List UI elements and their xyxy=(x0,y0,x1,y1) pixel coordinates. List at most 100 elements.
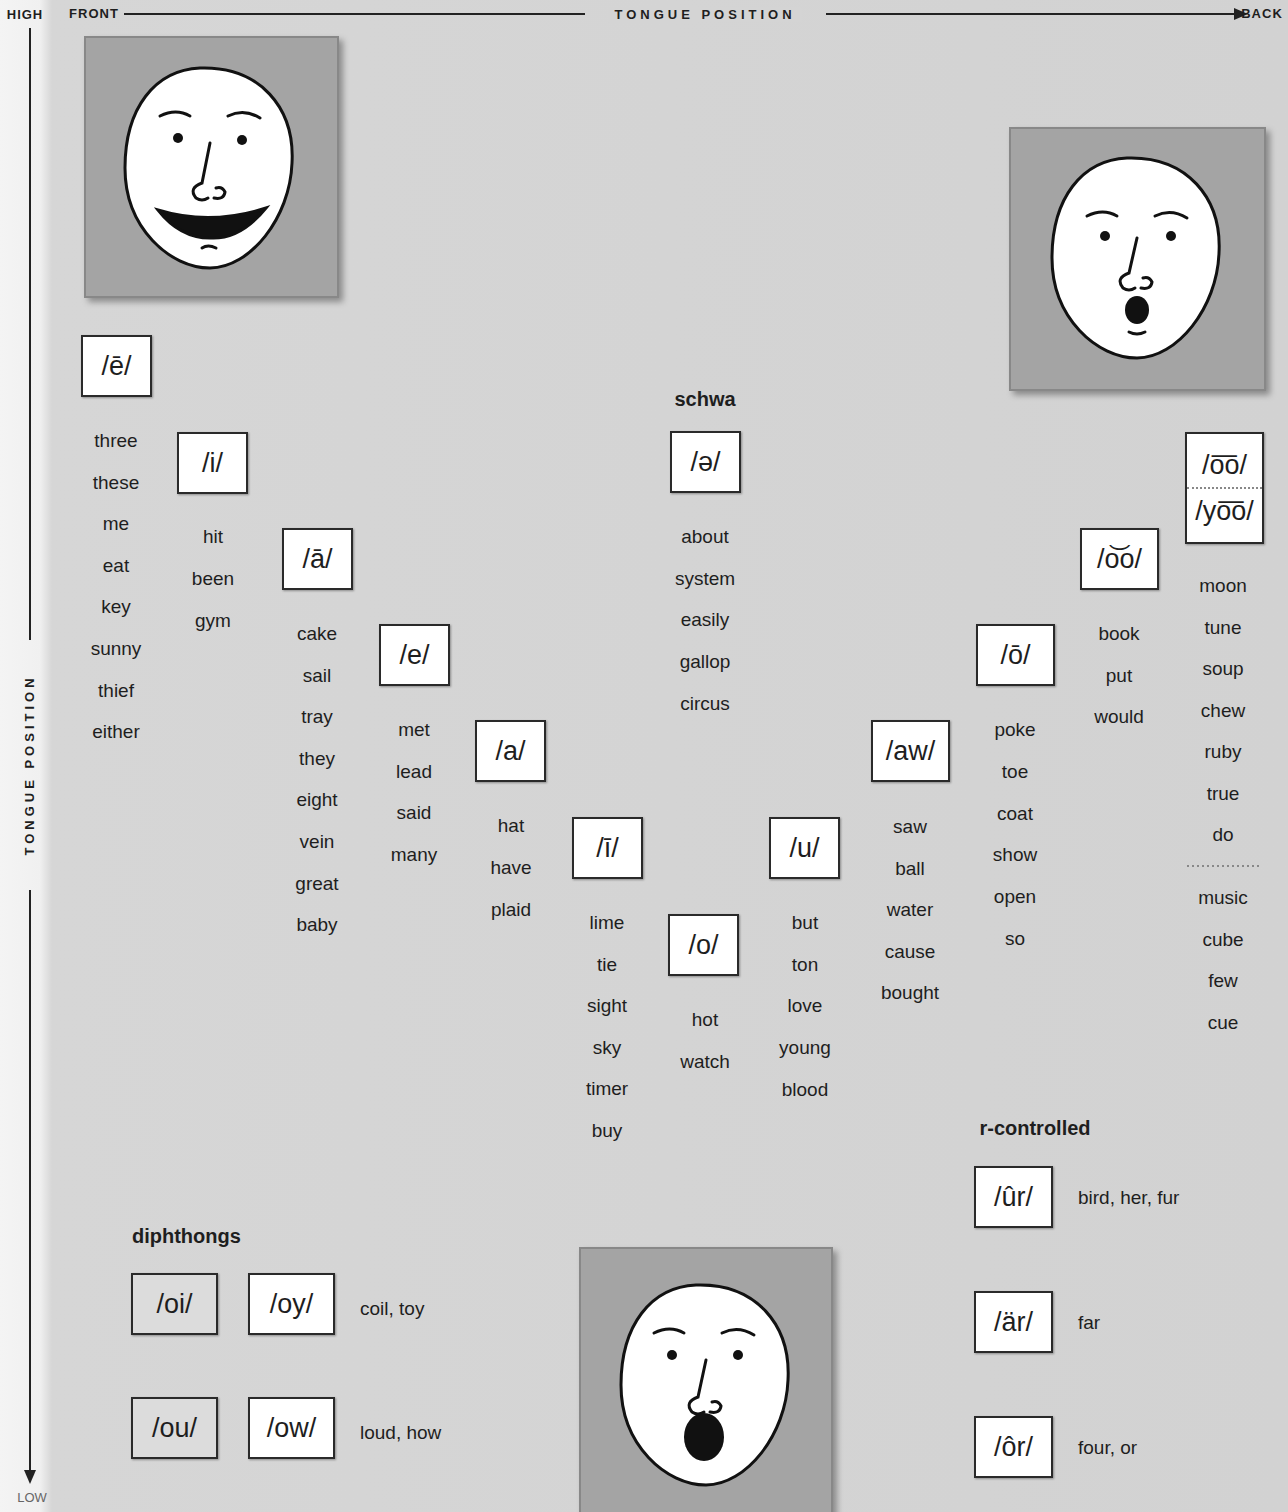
example-word: three xyxy=(94,430,137,452)
phoneme-symbol: /ôr/ xyxy=(976,1425,1051,1469)
group-heading: schwa xyxy=(674,388,735,411)
example-word: circus xyxy=(680,693,730,715)
example-word: do xyxy=(1212,824,1233,846)
group-heading: r-controlled xyxy=(979,1117,1090,1140)
phoneme-box: /i/ xyxy=(177,432,248,494)
phoneme-symbol: /e/ xyxy=(381,633,448,677)
example-word: sky xyxy=(593,1037,622,1059)
phoneme-box: /e/ xyxy=(379,624,450,686)
phoneme-box: /u/ xyxy=(769,817,840,879)
phoneme-symbol: /a/ xyxy=(477,729,544,773)
example-word: vein xyxy=(300,831,335,853)
phoneme-symbol: /oy/ xyxy=(250,1282,333,1326)
phoneme-box: /ou/ xyxy=(131,1397,218,1459)
example-word: eat xyxy=(103,555,129,577)
phoneme-symbol: /aw/ xyxy=(873,729,948,773)
example-word: coat xyxy=(997,803,1033,825)
phoneme-box: /oy/ xyxy=(248,1273,335,1335)
phoneme-symbol: /o/ xyxy=(670,923,737,967)
example-word: young xyxy=(779,1037,831,1059)
example-word: they xyxy=(299,748,335,770)
example-word: tie xyxy=(597,954,617,976)
phoneme-box: /ī/ xyxy=(572,817,643,879)
example-word: key xyxy=(101,596,131,618)
example-word: four, or xyxy=(1078,1437,1137,1459)
phoneme-symbol: /u/ xyxy=(771,826,838,870)
phoneme-box: /ā/ xyxy=(282,528,353,590)
phoneme-box: /oi/ xyxy=(131,1273,218,1335)
example-word: hot xyxy=(692,1009,718,1031)
example-word: open xyxy=(994,886,1036,908)
example-word: love xyxy=(788,995,823,1017)
example-word: cause xyxy=(885,941,936,963)
phoneme-box: /ə/ xyxy=(670,431,741,493)
example-word: have xyxy=(490,857,531,879)
example-word: sail xyxy=(303,665,332,687)
axis-label: HIGH xyxy=(7,8,44,23)
example-word: plaid xyxy=(491,899,531,921)
example-word: water xyxy=(887,899,933,921)
example-word: tune xyxy=(1205,617,1242,639)
example-word: toe xyxy=(1002,761,1028,783)
example-word: said xyxy=(397,802,432,824)
phoneme-symbol: /i/ xyxy=(179,441,246,485)
example-word: put xyxy=(1106,665,1132,687)
group-heading: diphthongs xyxy=(132,1225,241,1248)
example-word: easily xyxy=(681,609,730,631)
example-word: book xyxy=(1098,623,1139,645)
example-word: cube xyxy=(1202,929,1243,951)
phoneme-symbol: /ou/ xyxy=(133,1406,216,1450)
example-word: far xyxy=(1078,1312,1100,1334)
example-word: bird, her, fur xyxy=(1078,1187,1179,1209)
example-word: music xyxy=(1198,887,1248,909)
phoneme-symbol: /o͞o/ xyxy=(1187,443,1262,487)
axis-label: TONGUE POSITION xyxy=(23,674,38,855)
example-word: eight xyxy=(296,789,337,811)
example-word: bought xyxy=(881,982,939,1004)
example-word: baby xyxy=(296,914,337,936)
example-word: tray xyxy=(301,706,333,728)
axis-label: FRONT xyxy=(69,7,119,22)
example-word: show xyxy=(993,844,1037,866)
example-word: many xyxy=(391,844,437,866)
example-word: hit xyxy=(203,526,223,548)
example-word: either xyxy=(92,721,140,743)
example-word: loud, how xyxy=(360,1422,441,1444)
example-word: met xyxy=(398,719,430,741)
phoneme-symbol: /är/ xyxy=(976,1300,1051,1344)
phoneme-symbol: /o͝o/ xyxy=(1082,537,1157,581)
example-word: saw xyxy=(893,816,927,838)
example-word: would xyxy=(1094,706,1144,728)
example-word: me xyxy=(103,513,129,535)
example-word: lead xyxy=(396,761,432,783)
example-word: lime xyxy=(590,912,625,934)
axis-label: LOW xyxy=(17,1491,47,1506)
separator-line xyxy=(1187,865,1262,867)
phoneme-symbol: /ow/ xyxy=(250,1406,333,1450)
example-word: thief xyxy=(98,680,134,702)
example-word: chew xyxy=(1201,700,1245,722)
phoneme-symbol: /ûr/ xyxy=(976,1175,1051,1219)
face-big-o xyxy=(580,1248,832,1512)
example-word: buy xyxy=(592,1120,623,1142)
phoneme-symbol: /ī/ xyxy=(574,826,641,870)
phoneme-box: /ō/ xyxy=(976,624,1055,686)
phoneme-symbol: /oi/ xyxy=(133,1282,216,1326)
face-smile xyxy=(85,37,338,297)
phoneme-box: /ow/ xyxy=(248,1397,335,1459)
example-word: true xyxy=(1207,783,1240,805)
example-word: system xyxy=(675,568,735,590)
example-word: blood xyxy=(782,1079,829,1101)
example-word: but xyxy=(792,912,818,934)
example-word: few xyxy=(1208,970,1238,992)
phoneme-symbol: /ō/ xyxy=(978,633,1053,677)
example-word: great xyxy=(295,873,338,895)
phoneme-box: /a/ xyxy=(475,720,546,782)
example-word: watch xyxy=(680,1051,730,1073)
example-word: been xyxy=(192,568,234,590)
phoneme-box: /aw/ xyxy=(871,720,950,782)
phoneme-box: /o͝o/ xyxy=(1080,528,1159,590)
example-word: these xyxy=(93,472,139,494)
example-word: coil, toy xyxy=(360,1298,424,1320)
